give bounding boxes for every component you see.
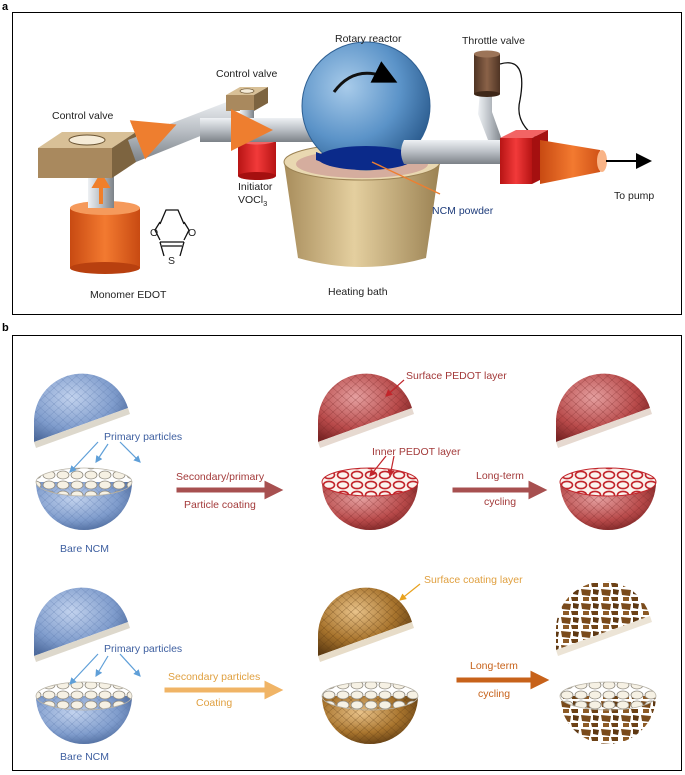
cracked-sphere	[556, 581, 657, 744]
ncm-powder-pointer	[371, 161, 441, 195]
label-initiator: Initiator	[238, 181, 273, 193]
edot-o-right: O	[188, 227, 196, 239]
label-surface-pedot: Surface PEDOT layer	[406, 370, 507, 382]
pedot-sphere-cycled	[556, 373, 657, 530]
pump-connector	[500, 130, 607, 184]
edot-molecule	[154, 209, 190, 257]
initiator-tank	[238, 135, 276, 180]
label-bare-ncm-top: Bare NCM	[60, 543, 109, 555]
reactor-outlet-pipe	[401, 140, 506, 164]
label-long-term-top-2: cycling	[484, 496, 516, 508]
label-surface-coating: Surface coating layer	[424, 574, 523, 586]
label-to-pump: To pump	[614, 190, 654, 202]
arrow-secondary-coating	[164, 680, 284, 700]
initiator-subscript: 3	[263, 199, 267, 208]
label-bare-ncm-bottom: Bare NCM	[60, 751, 109, 763]
throttle-valve	[474, 50, 541, 141]
label-inner-pedot: Inner PEDOT layer	[372, 446, 461, 458]
inner-pedot-pointers	[369, 455, 395, 478]
edot-s: S	[168, 255, 175, 267]
label-throttle-valve: Throttle valve	[462, 35, 525, 47]
label-control-valve-right: Control valve	[216, 68, 277, 80]
label-initiator-formula: VOCl3	[238, 194, 267, 208]
arrow-particle-coating	[176, 480, 284, 500]
label-secondary-particles: Secondary particles	[168, 671, 260, 683]
label-long-term-top-1: Long-term	[476, 470, 524, 482]
surface-pedot-pointer	[385, 379, 405, 397]
rotary-reactor	[301, 41, 431, 171]
label-monomer: Monomer EDOT	[90, 289, 167, 301]
label-control-valve-left: Control valve	[52, 110, 113, 122]
label-primary-particles-top: Primary particles	[104, 431, 182, 443]
edot-o-left: O	[150, 227, 158, 239]
flow-arrow-diag	[129, 120, 177, 160]
label-rotary-reactor: Rotary reactor	[335, 33, 402, 45]
throttle-pipe	[478, 92, 502, 140]
surface-coating-pointer	[399, 583, 421, 601]
bare-ncm-sphere-top	[34, 373, 133, 530]
flow-arrow-up	[91, 172, 111, 204]
label-long-term-bottom-1: Long-term	[470, 660, 518, 672]
label-long-term-bottom-2: cycling	[478, 688, 510, 700]
panel-b-letter: b	[2, 322, 9, 334]
label-particle-coating: Particle coating	[184, 499, 256, 511]
primary-pointers-top	[69, 441, 141, 473]
label-primary-particles-bottom: Primary particles	[104, 643, 182, 655]
bare-ncm-sphere-bottom	[34, 587, 133, 744]
left-control-valve	[38, 132, 136, 178]
arrow-long-term-top	[452, 480, 548, 500]
coated-sphere	[318, 587, 419, 744]
label-secondary-primary: Secondary/primary	[176, 471, 265, 483]
panel-a-letter: a	[2, 1, 9, 13]
primary-pointers-bottom	[69, 653, 141, 685]
arrow-long-term-bottom	[456, 670, 550, 690]
right-control-valve	[226, 87, 268, 111]
label-heating-bath: Heating bath	[328, 286, 388, 298]
label-coating: Coating	[196, 697, 232, 709]
label-ncm-powder: NCM powder	[432, 205, 494, 217]
monomer-tank	[70, 201, 140, 274]
